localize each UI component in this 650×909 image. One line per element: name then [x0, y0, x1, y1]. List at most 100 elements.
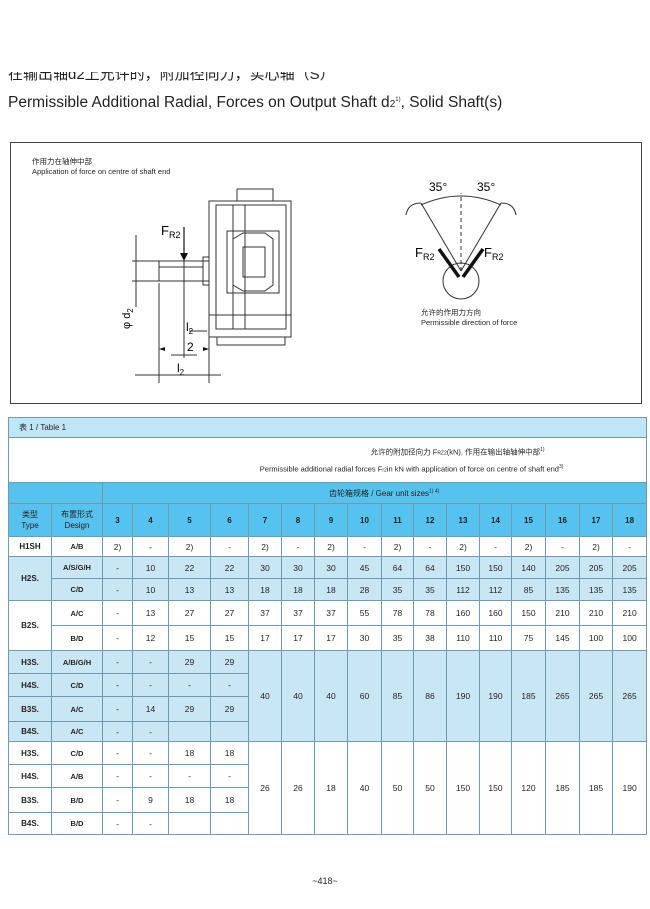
- merged-value-cell: 185: [579, 741, 613, 835]
- value-cell: 64: [381, 556, 414, 579]
- merged-value-cell: 185: [511, 650, 546, 742]
- value-cell: 18: [168, 787, 211, 813]
- value-cell: -: [132, 673, 169, 697]
- force-label-dir-left: FR2: [415, 245, 434, 262]
- value-cell: -: [102, 696, 133, 722]
- merged-value-cell: 85: [381, 650, 414, 742]
- value-cell: 210: [611, 600, 648, 626]
- value-cell: 100: [579, 625, 613, 651]
- size-header-cell: 16: [545, 503, 580, 537]
- gearbox-drawing: FR2 φ d2 l2 2 l2 35° 35° FR2 FR2: [121, 180, 517, 383]
- value-cell: 17: [281, 625, 315, 651]
- value-cell: -: [545, 536, 580, 557]
- value-cell: 29: [210, 696, 249, 722]
- value-cell: 18: [168, 741, 211, 765]
- value-cell: -: [168, 764, 211, 788]
- value-cell: 112: [446, 578, 480, 601]
- type-cell: H3S.: [8, 650, 52, 674]
- value-cell: 17: [314, 625, 348, 651]
- size-header-cell: 11: [381, 503, 414, 537]
- design-cell: C/D: [51, 673, 103, 697]
- value-cell: 30: [314, 556, 348, 579]
- merged-value-cell: 150: [446, 741, 480, 835]
- value-cell: 110: [446, 625, 480, 651]
- size-header-cell: 10: [347, 503, 382, 537]
- half-length-numerator: l2: [186, 320, 194, 336]
- value-cell: -: [132, 764, 169, 788]
- header-blank: [8, 482, 103, 504]
- merged-value-cell: 50: [381, 741, 414, 835]
- merged-value-cell: 265: [611, 650, 648, 742]
- design-cell: A/C: [51, 721, 103, 742]
- value-cell: 2): [102, 536, 133, 557]
- value-cell: 85: [511, 578, 546, 601]
- value-cell: -: [102, 600, 133, 626]
- value-cell: 18: [281, 578, 315, 601]
- value-cell: 18: [210, 741, 249, 765]
- value-cell: -: [210, 673, 249, 697]
- merged-value-cell: 40: [314, 650, 348, 742]
- size-header-cell: 18: [611, 503, 648, 537]
- design-cell: A/C: [51, 696, 103, 722]
- size-header-cell: 3: [102, 503, 133, 537]
- design-cell: B/D: [51, 625, 103, 651]
- value-cell: 205: [545, 556, 580, 579]
- empty-cell: [210, 812, 249, 835]
- merged-value-cell: 40: [281, 650, 315, 742]
- value-cell: 15: [210, 625, 249, 651]
- figure-caption-right: 允许的作用力方向 Permissible direction of force: [421, 308, 518, 327]
- type-cell: B4S.: [8, 721, 52, 742]
- merged-value-cell: 40: [248, 650, 282, 742]
- value-cell: -: [102, 812, 133, 835]
- value-cell: 13: [132, 600, 169, 626]
- value-cell: 45: [347, 556, 382, 579]
- value-cell: -: [102, 556, 133, 579]
- table-caption: 表 1 / Table 1: [7, 417, 648, 438]
- value-cell: 28: [347, 578, 382, 601]
- merged-value-cell: 265: [579, 650, 613, 742]
- value-cell: 9: [132, 787, 169, 813]
- value-cell: 135: [545, 578, 580, 601]
- value-cell: 145: [545, 625, 580, 651]
- value-cell: 12: [132, 625, 169, 651]
- page-number: ~418~: [312, 876, 338, 886]
- value-cell: 22: [168, 556, 211, 579]
- value-cell: 18: [314, 578, 348, 601]
- size-header-cell: 14: [479, 503, 512, 537]
- merged-value-cell: 40: [347, 741, 382, 835]
- design-cell: B/D: [51, 812, 103, 835]
- value-cell: 205: [611, 556, 648, 579]
- value-cell: 35: [413, 578, 447, 601]
- merged-value-cell: 26: [281, 741, 315, 835]
- value-cell: 150: [511, 600, 546, 626]
- value-cell: 160: [446, 600, 480, 626]
- merged-value-cell: 190: [611, 741, 648, 835]
- type-cell: B3S.: [8, 696, 52, 722]
- value-cell: -: [132, 741, 169, 765]
- gear-unit-sizes-header: 齿轮箱规格 / Gear unit sizes1) 4): [101, 482, 648, 504]
- value-cell: 13: [168, 578, 211, 601]
- value-cell: -: [168, 673, 211, 697]
- table-note: 允许的附加径向力 FRZ2(kN), 作用在输出轴轴伸中部1) Permissi…: [7, 437, 648, 483]
- merged-value-cell: 120: [511, 741, 546, 835]
- value-cell: 30: [248, 556, 282, 579]
- value-cell: 37: [281, 600, 315, 626]
- value-cell: 14: [132, 696, 169, 722]
- value-cell: -: [281, 536, 315, 557]
- design-cell: A/B: [51, 536, 103, 557]
- value-cell: 18: [210, 787, 249, 813]
- design-cell: C/D: [51, 741, 103, 765]
- value-cell: -: [413, 536, 447, 557]
- value-cell: 27: [168, 600, 211, 626]
- value-cell: 35: [381, 625, 414, 651]
- value-cell: 35: [381, 578, 414, 601]
- value-cell: 29: [168, 696, 211, 722]
- empty-cell: [168, 812, 211, 835]
- heading-chinese: 在输出轴d2上允许的，附加径向力，实心轴（S）: [8, 72, 335, 83]
- merged-value-cell: 86: [413, 650, 447, 742]
- value-cell: 64: [413, 556, 447, 579]
- empty-cell: [210, 721, 249, 742]
- value-cell: -: [210, 536, 249, 557]
- value-cell: -: [102, 578, 133, 601]
